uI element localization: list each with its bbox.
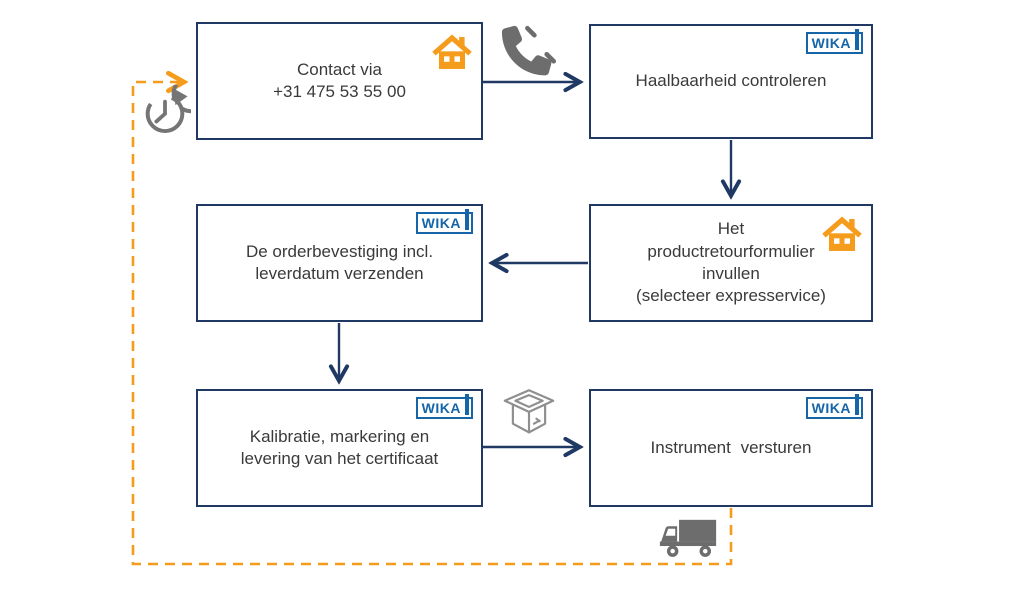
step-text: De orderbevestiging incl. leverdatum ver…	[198, 241, 481, 286]
home-icon	[820, 214, 864, 256]
wika-logo-text: WIKA	[811, 400, 851, 416]
step-text: Kalibratie, markering en levering van he…	[198, 426, 481, 471]
step-box-calibration: WIKA Kalibratie, markering en levering v…	[196, 389, 483, 507]
history-clock-icon	[139, 74, 211, 139]
step-text-line: Het	[717, 219, 745, 239]
step-box-return-form: Het productretourformulier invullen (sel…	[589, 204, 873, 322]
wika-logo-text: WIKA	[421, 215, 461, 231]
step-box-shipping: WIKA Instrument versturen	[589, 389, 873, 507]
home-icon	[430, 32, 474, 74]
step-text-line: leverdatum verzenden	[255, 264, 424, 283]
step-text: Contact via +31 475 53 55 00	[198, 59, 481, 104]
step-text-line: Contact via	[296, 59, 383, 79]
wika-logo-bar	[855, 394, 859, 415]
wika-logo-bar	[465, 209, 469, 230]
step-text-line: levering van het certificaat	[240, 449, 439, 468]
wika-logo: WIKA	[805, 29, 863, 54]
step-text-line: Instrument versturen	[650, 437, 812, 457]
step-text-line: (selecteer expresservice)	[636, 286, 826, 306]
wika-logo-text: WIKA	[811, 35, 851, 51]
wika-logo: WIKA	[805, 394, 863, 419]
step-text: Het productretourformulier invullen (sel…	[591, 218, 871, 308]
wika-logo: WIKA	[415, 394, 473, 419]
step-text-line: Kalibratie, markering en	[249, 426, 430, 446]
wika-logo-bar	[855, 29, 859, 50]
step-text-line: invullen	[702, 264, 760, 283]
step-box-contact: Contact via +31 475 53 55 00	[196, 22, 483, 140]
step-text: Instrument versturen	[591, 437, 871, 459]
step-text-line: productretourformulier	[647, 241, 815, 261]
wika-logo: WIKA	[415, 209, 473, 234]
step-text-line: De orderbevestiging incl.	[245, 241, 434, 261]
open-box-icon	[498, 384, 560, 446]
delivery-truck-icon	[656, 516, 720, 562]
step-text: Haalbaarheid controleren	[591, 70, 871, 92]
wika-logo-text: WIKA	[421, 400, 461, 416]
phone-handset-icon	[500, 24, 557, 80]
wika-logo-bar	[465, 394, 469, 415]
step-box-order-confirmation: WIKA De orderbevestiging incl. leverdatu…	[196, 204, 483, 322]
step-text-line: +31 475 53 55 00	[273, 82, 406, 101]
step-box-feasibility: WIKA Haalbaarheid controleren	[589, 24, 873, 139]
step-text-line: Haalbaarheid controleren	[635, 71, 827, 91]
